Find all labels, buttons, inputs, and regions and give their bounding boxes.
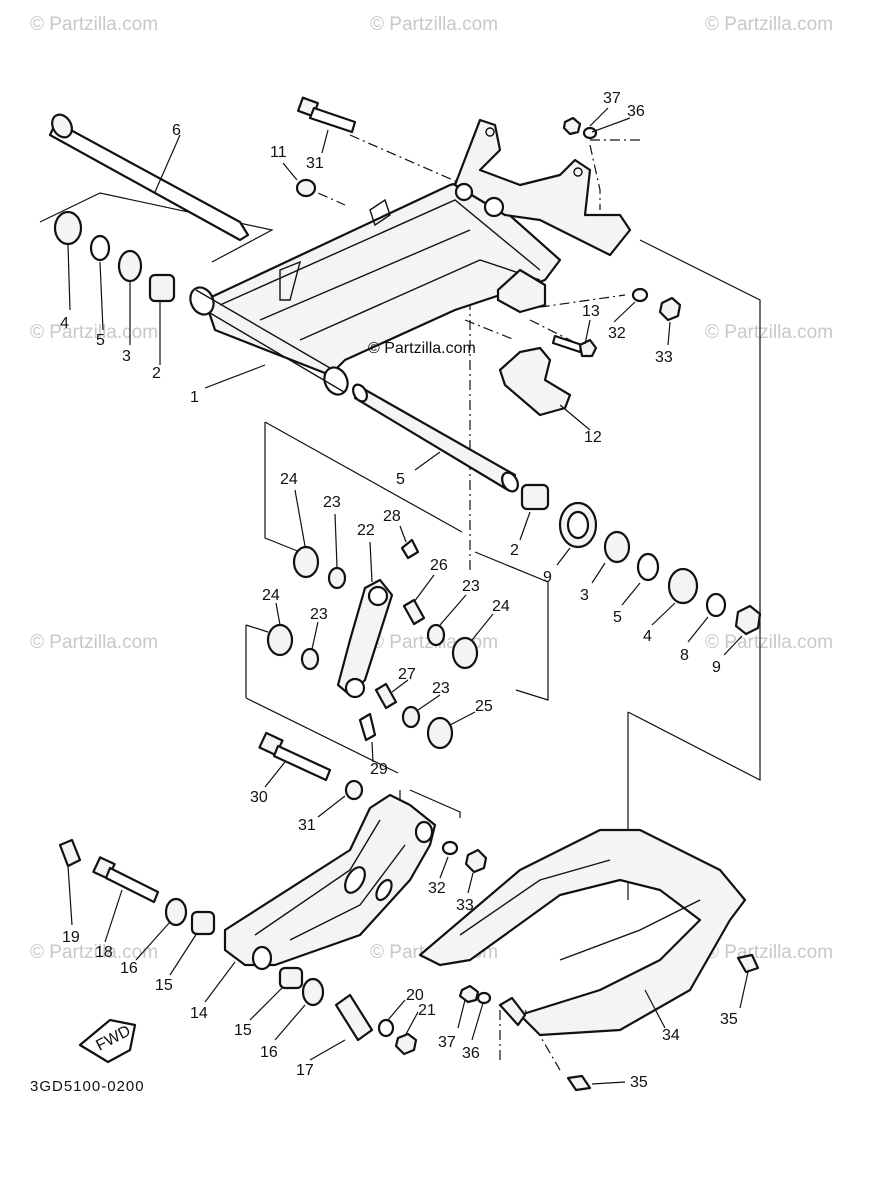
callout-1: 1 — [190, 389, 199, 406]
callout-25: 26 — [430, 557, 448, 574]
callout-28: 31 — [298, 817, 316, 834]
callout-7: 6 — [172, 122, 181, 139]
callout-2: 2 — [152, 365, 161, 382]
callout-26: 29 — [370, 761, 388, 778]
callout-24: 24 — [262, 587, 280, 604]
relay-link — [266, 538, 479, 750]
arm-pivot-hardware — [58, 838, 492, 1056]
callout-16: 16 — [120, 960, 138, 977]
callout-24: 24 — [492, 598, 510, 615]
callout-35: 35 — [720, 1011, 738, 1028]
callout-13: 13 — [582, 303, 600, 320]
callout-14: 14 — [190, 1005, 208, 1022]
callout-23: 23 — [310, 606, 328, 623]
callout-31: 31 — [306, 155, 324, 172]
bolt-27 — [258, 731, 364, 801]
callout-37: 37 — [438, 1034, 456, 1051]
callout-9: 9 — [712, 659, 721, 676]
watermark: © Partzilla.com — [705, 942, 833, 963]
callout-36: 36 — [462, 1045, 480, 1062]
callout-32: 32 — [608, 325, 626, 342]
callout-26: 28 — [383, 508, 401, 525]
callout-5: 5 — [613, 609, 622, 626]
link-shaft — [352, 383, 519, 493]
callout-12: 12 — [584, 429, 602, 446]
callout-15: 15 — [155, 977, 173, 994]
callout-18: 18 — [95, 944, 113, 961]
watermark: © Partzilla.com — [30, 14, 158, 35]
callout-33: 33 — [655, 349, 673, 366]
callout-24: 25 — [475, 698, 493, 715]
callout-3: 3 — [122, 348, 131, 365]
callout-37: 37 — [603, 90, 621, 107]
watermark: © Partzilla.com — [30, 322, 158, 343]
callout-25: 27 — [398, 666, 416, 683]
callout-17: 17 — [296, 1062, 314, 1079]
callout-34: 34 — [662, 1027, 680, 1044]
center-watermark: © Partzilla.com — [368, 340, 476, 357]
callout-29: 32 — [428, 880, 446, 897]
leader-lines — [67, 107, 749, 1085]
pivot-shaft — [48, 113, 250, 242]
callout-23: 23 — [323, 494, 341, 511]
chain-guide — [498, 346, 572, 417]
callout-11: 11 — [270, 144, 287, 161]
callout-3: 3 — [580, 587, 589, 604]
watermark: © Partzilla.com — [30, 632, 158, 653]
callout-27: 30 — [250, 789, 268, 806]
callout-30: 33 — [456, 897, 474, 914]
watermark: © Partzilla.com — [370, 14, 498, 35]
relay-arm — [223, 793, 488, 971]
callout-23: 23 — [462, 578, 480, 595]
callout-5: 5 — [96, 332, 105, 349]
swingarm — [189, 118, 632, 396]
cap-11 — [295, 178, 317, 198]
diagram-code: 3GD5100-0200 — [30, 1078, 145, 1095]
callout-16: 16 — [260, 1044, 278, 1061]
watermarks: © Partzilla.com © Partzilla.com © Partzi… — [30, 14, 833, 963]
callout-8: 8 — [680, 647, 689, 664]
small-hardware — [551, 116, 682, 358]
callout-4: 4 — [643, 628, 652, 645]
callout-19: 19 — [62, 929, 80, 946]
forward-arrow: FWD — [78, 1018, 137, 1064]
frame-guard — [418, 828, 760, 1092]
watermark: © Partzilla.com — [30, 942, 158, 963]
callout-10: 9 — [543, 569, 552, 586]
callout-35: 35 — [630, 1074, 648, 1091]
callout-labels: 6 11 31 37 36 4 5 3 2 1 13 32 33 12 5 24… — [60, 90, 738, 1091]
callout-36: 36 — [627, 103, 645, 120]
callout-24: 24 — [280, 471, 298, 488]
bolt-31 — [296, 96, 357, 134]
callout-6: 5 — [396, 471, 405, 488]
callout-21: 21 — [418, 1002, 436, 1019]
callout-23: 23 — [432, 680, 450, 697]
watermark: © Partzilla.com — [705, 322, 833, 343]
callout-22: 22 — [357, 522, 375, 539]
watermark: © Partzilla.com — [705, 14, 833, 35]
right-bearing-stack — [520, 483, 762, 636]
callout-20: 20 — [406, 987, 424, 1004]
watermark: © Partzilla.com — [705, 632, 833, 653]
callout-2: 2 — [510, 542, 519, 559]
callout-4: 4 — [60, 315, 69, 332]
callout-15: 15 — [234, 1022, 252, 1039]
left-bearing-stack — [53, 210, 176, 303]
